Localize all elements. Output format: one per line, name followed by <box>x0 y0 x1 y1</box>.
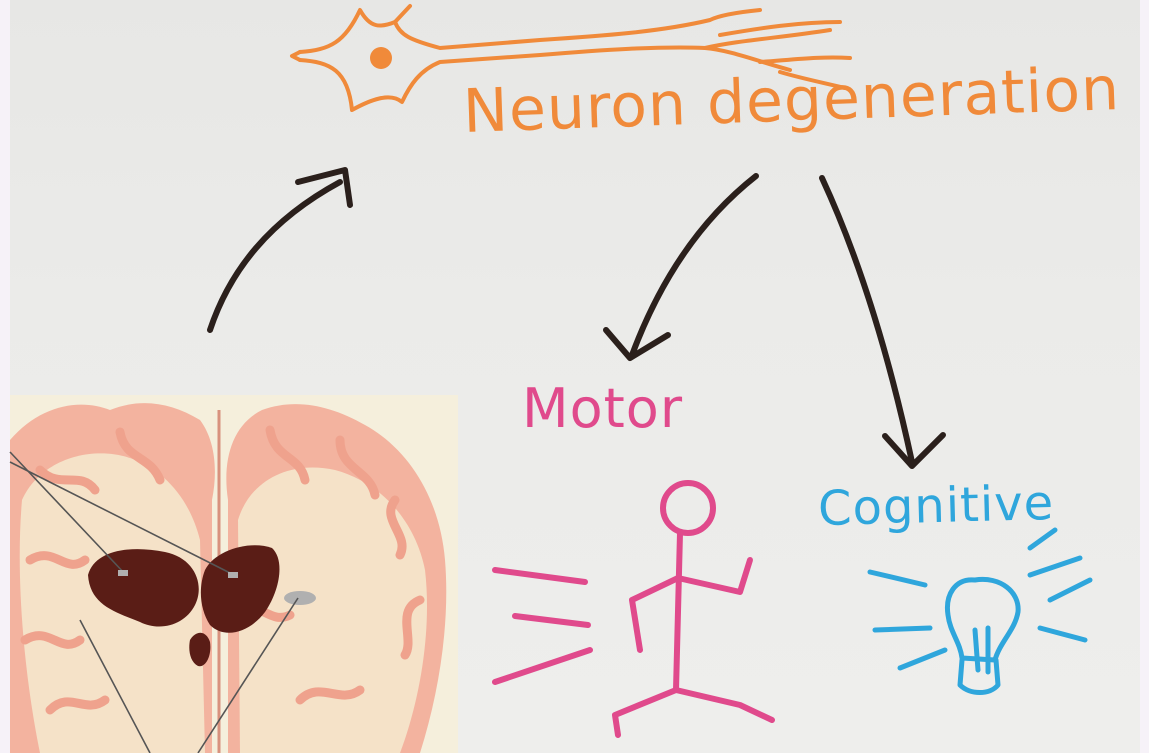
running-stick-figure-icon <box>495 483 772 735</box>
lightbulb-icon <box>870 530 1090 693</box>
brain-section-image <box>10 395 458 753</box>
cognitive-label: Cognitive <box>817 479 1054 533</box>
arrow-to-motor <box>632 176 756 355</box>
arrow-brain-to-neuron <box>210 182 340 330</box>
arrow-to-cognitive <box>822 178 912 462</box>
neuron-nucleus <box>370 47 392 69</box>
small-gray-structure <box>284 591 316 605</box>
pointer-dot-left <box>118 570 128 576</box>
pointer-dot-right <box>228 572 238 578</box>
motor-label: Motor <box>522 382 683 436</box>
arrow-to-cognitive-head <box>885 435 943 466</box>
